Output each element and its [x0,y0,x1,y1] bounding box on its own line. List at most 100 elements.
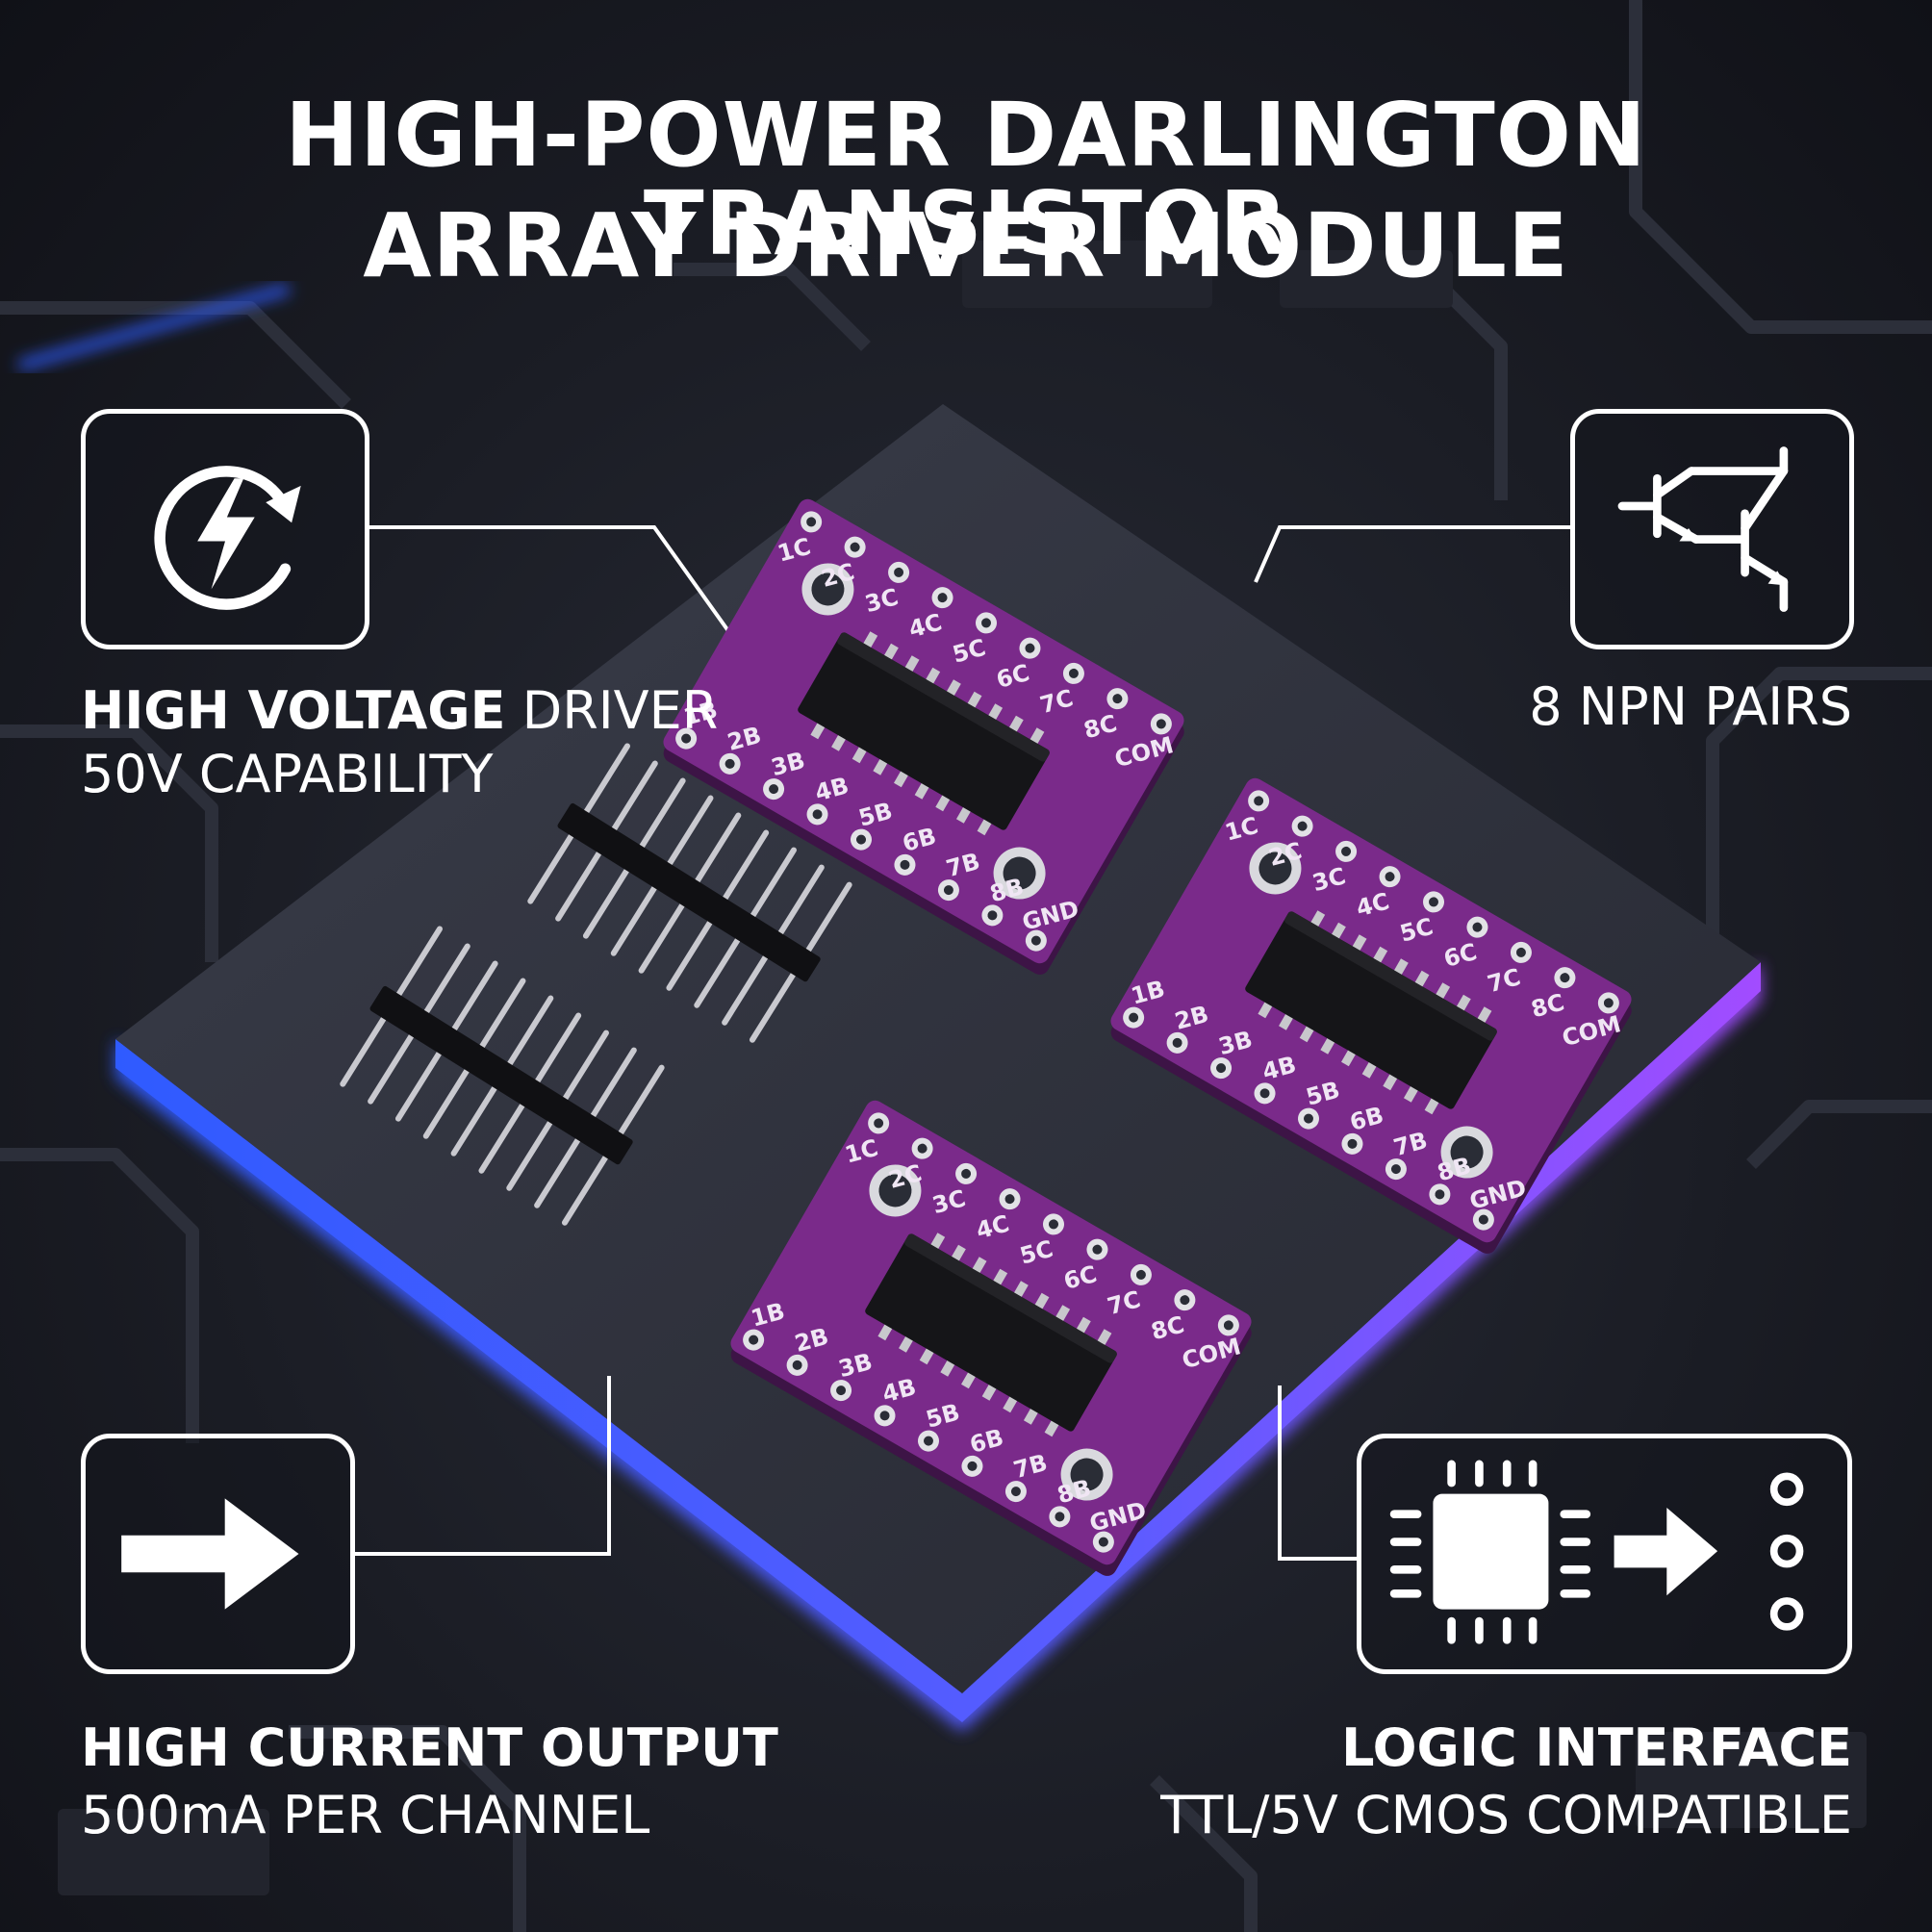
solder-pad-hole [987,910,998,921]
solder-pad-hole [1472,922,1483,932]
mounting-hole [1003,856,1036,890]
solder-pad-hole [1172,1037,1182,1048]
mounting-hole [878,1174,912,1208]
chip-to-pins-icon [1389,1460,1804,1644]
solder-pad-hole [1478,1214,1488,1225]
darlington-transistor-icon [1617,446,1789,612]
logic-icon-box [1357,1434,1852,1674]
solder-pad-hole [1347,1138,1358,1149]
solder-pad-hole [1603,998,1614,1008]
solder-pad-hole [900,859,910,870]
voltage-feature-subtitle: 50V CAPABILITY [81,744,494,804]
solder-pad-hole [1049,1219,1058,1230]
solder-pad-hole [1341,846,1352,856]
logic-feature-bold: LOGIC INTERFACE [1341,1717,1852,1778]
solder-pad-hole [1390,1164,1401,1175]
mounting-hole [1258,852,1292,885]
mounting-hole [811,572,845,606]
voltage-icon-box [81,409,369,649]
solder-pad-hole [681,733,692,744]
ic-chip-highlight [837,632,1050,762]
solder-pad-hole [812,809,823,820]
solder-pad-hole [836,1385,847,1396]
solder-pad-hole [1560,973,1570,983]
solder-pad-hole [1092,1244,1103,1255]
ic-chip [798,632,1050,830]
ic-chip-highlight [1284,911,1497,1041]
logic-feature-title: LOGIC INTERFACE [1341,1722,1852,1774]
voltage-feature-title: HIGH VOLTAGE DRIVER [81,685,718,737]
solder-pad-hole [1435,1189,1445,1200]
solder-pad-hole [967,1461,978,1471]
solder-pad-hole [874,1118,884,1129]
solder-pad-hole [1223,1320,1233,1331]
solder-pad-hole [1156,719,1166,729]
solder-pad-hole [1180,1295,1190,1306]
solder-pad-hole [856,834,866,845]
solder-pad-hole [961,1168,972,1179]
solder-pad-hole [1429,897,1438,907]
solder-pad-hole [1254,796,1264,806]
ic-chip-highlight [904,1233,1117,1363]
solder-pad-hole [924,1436,933,1446]
solder-pad-hole [1216,1063,1227,1074]
header-pin-plastic [557,802,821,982]
solder-pad-hole [850,542,860,552]
current-feature-bold: HIGH CURRENT OUTPUT [81,1717,778,1778]
mounting-hole [1070,1458,1104,1491]
solder-pad-hole [879,1411,890,1421]
npn-icon-box [1570,409,1854,649]
solder-pad-hole [792,1360,802,1370]
solder-pad-hole [749,1335,759,1345]
page-title-line-2: ARRAY DRIVER MODULE [363,194,1569,297]
solder-pad-hole [769,784,779,795]
solder-pad-hole [937,593,948,603]
solder-pad-hole [1055,1512,1065,1522]
solder-pad-hole [1129,1012,1139,1023]
solder-pad-hole [1068,668,1079,678]
solder-pad-hole [1010,1487,1021,1497]
mounting-hole [1450,1135,1484,1169]
solder-pad-hole [1004,1194,1015,1205]
solder-pad-hole [894,567,904,577]
solder-pad-hole [1515,947,1526,957]
solder-pad-hole [1098,1537,1108,1547]
current-feature-title: HIGH CURRENT OUTPUT [81,1722,778,1774]
page-title-line-1: HIGH-POWER DARLINGTON TRANSISTOR [285,84,1647,275]
solder-pad-hole [1030,935,1041,946]
blue-edge-glow-left [17,284,291,370]
solder-pad-hole [981,618,991,628]
base-plate [115,404,1761,1693]
solder-pad-hole [1025,643,1035,653]
solder-pad-hole [1112,694,1123,704]
solder-pad-hole [943,885,953,896]
current-feature-subtitle: 500mA PER CHANNEL [81,1785,650,1845]
solder-pad-hole [1297,821,1308,831]
logic-feature-subtitle: TTL/5V CMOS COMPATIBLE [1160,1785,1852,1845]
solder-pad-hole [917,1143,928,1154]
lightning-cycle-icon [154,466,301,610]
ic-chip [1245,911,1497,1109]
background-blocks [58,241,1867,1895]
leader-lines [355,525,1570,1561]
voltage-feature-light: DRIVER [505,680,719,741]
solder-pad-hole [1304,1113,1313,1124]
solder-pad-hole [1259,1088,1270,1099]
solder-pad-hole [806,517,817,527]
header-pin-strip [527,743,852,1043]
npn-feature-text: 8 NPN PAIRS [1529,676,1852,737]
header-pin-strip [340,926,665,1226]
solder-pad-hole [1135,1269,1146,1280]
ic-chip [865,1233,1117,1432]
pin-headers [340,743,852,1226]
solder-pad-hole [724,758,735,769]
arrow-right-icon [121,1498,299,1610]
voltage-feature-bold: HIGH VOLTAGE [81,680,506,741]
current-icon-box [81,1434,355,1674]
